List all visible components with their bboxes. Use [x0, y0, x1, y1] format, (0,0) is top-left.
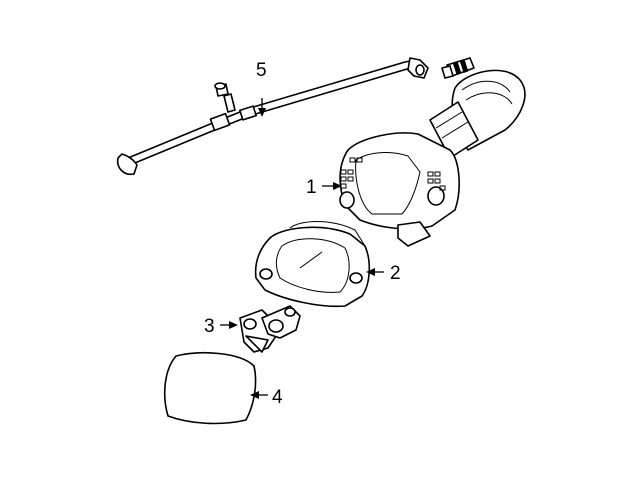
- callout-1-arrow: [333, 182, 342, 190]
- callout-number-5: 5: [256, 60, 267, 81]
- washer-nozzle-assembly-part[interactable]: [339, 57, 526, 247]
- callout-3-arrow: [229, 321, 238, 329]
- callout-2-arrow: [366, 268, 375, 276]
- callout-5-arrow: [258, 108, 266, 117]
- callout-number-4: 4: [272, 387, 283, 408]
- callout-number-2: 2: [390, 263, 401, 284]
- callout-number-1: 1: [306, 177, 317, 198]
- callout-4-arrow: [250, 391, 259, 399]
- gasket-part[interactable]: [254, 221, 371, 308]
- nozzle-bracket-part[interactable]: [239, 305, 301, 353]
- washer-hose-part[interactable]: [116, 57, 429, 176]
- callout-number-3: 3: [204, 316, 215, 337]
- cover-cap-part[interactable]: [163, 352, 257, 425]
